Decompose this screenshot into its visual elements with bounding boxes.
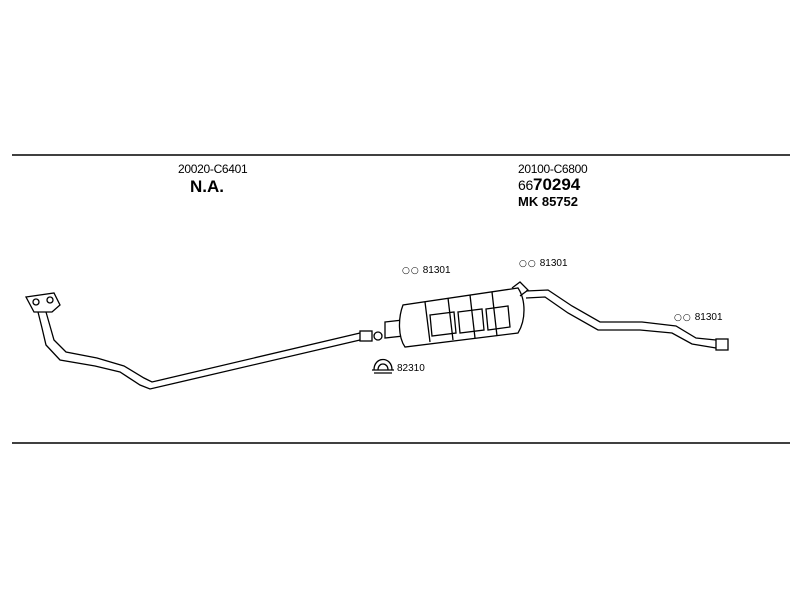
clamp-callout-1: ○○81301 bbox=[402, 266, 451, 276]
rear-mk-number: MK 85752 bbox=[518, 195, 578, 208]
rear-ref-prefix: 66 bbox=[518, 177, 533, 193]
rear-part-code: 20100-C6800 bbox=[518, 162, 588, 176]
rear-silencer bbox=[384, 281, 529, 348]
front-part-code: 20020-C6401 bbox=[178, 162, 248, 176]
front-pipe bbox=[24, 292, 383, 390]
clamp-rings-icon: ○○ bbox=[402, 266, 420, 276]
clamp-rings-icon: ○○ bbox=[519, 259, 537, 269]
tail-pipe bbox=[525, 289, 729, 351]
clamp-code: 81301 bbox=[422, 265, 451, 276]
u-clamp-drawing bbox=[372, 358, 394, 374]
clamp-code: 81301 bbox=[539, 258, 568, 269]
front-status: N.A. bbox=[190, 177, 224, 196]
clamp-code: 81301 bbox=[694, 312, 723, 323]
clamp-rings-icon: ○○ bbox=[674, 313, 692, 323]
rear-mk-prefix: MK bbox=[518, 194, 539, 209]
rear-mk-value: 85752 bbox=[541, 194, 578, 209]
u-clamp-code: 82310 bbox=[397, 363, 425, 374]
rear-ref-number: 6670294 bbox=[518, 176, 580, 194]
clamp-callout-2: ○○81301 bbox=[519, 259, 568, 269]
rear-ref-main: 70294 bbox=[532, 175, 581, 194]
clamp-callout-3: ○○81301 bbox=[674, 313, 723, 323]
